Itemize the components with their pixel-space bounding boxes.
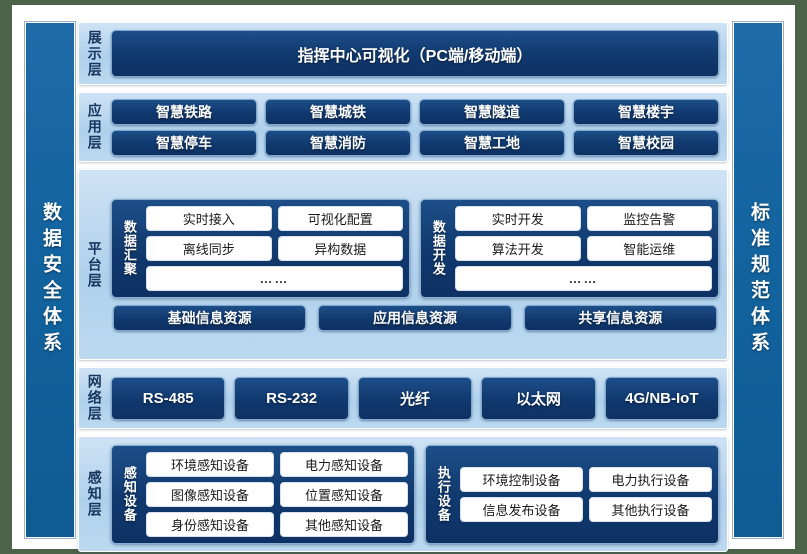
platform-group-1-row-1: 实时接入 可视化配置	[146, 205, 403, 231]
platform-group-1-label-wrap: 数据汇聚	[118, 206, 140, 291]
app-item-smart-tunnel[interactable]: 智慧隧道	[419, 98, 565, 125]
perception-groups: 感知设备 环境感知设备 电力感知设备 图像感知设备 位置感知设备	[111, 444, 719, 544]
sense-group-2-label: 执行设备	[435, 466, 451, 522]
platform-group-1-items: 实时接入 可视化配置 离线同步 异构数据 ……	[146, 205, 403, 291]
platform-item-realtime-ingest[interactable]: 实时接入	[146, 205, 272, 231]
platform-item-realtime-development[interactable]: 实时开发	[455, 205, 581, 231]
sense-group-1-label: 感知设备	[121, 466, 137, 522]
layer-platform-label: 平台层	[86, 240, 103, 289]
platform-group-2-label: 数据开发	[430, 220, 446, 276]
sense-group-1-items: 环境感知设备 电力感知设备 图像感知设备 位置感知设备 身份感知设备 其他感知设…	[146, 451, 408, 537]
application-row-2: 智慧停车 智慧消防 智慧工地 智慧校园	[111, 129, 719, 156]
perception-group-execution-devices: 执行设备 环境控制设备 电力执行设备 信息发布设备 其他执行设备	[425, 444, 719, 544]
pillar-right-label: 标准规范体系	[747, 202, 769, 358]
network-row: RS-485 RS-232 光纤 以太网 4G/NB-IoT	[111, 376, 720, 420]
layer-display-label: 展示层	[86, 29, 103, 78]
perception-group-sensing-devices: 感知设备 环境感知设备 电力感知设备 图像感知设备 位置感知设备	[111, 444, 415, 544]
sense-group-2-row-1: 环境控制设备 电力执行设备	[460, 466, 712, 492]
resource-item-basic-information[interactable]: 基础信息资源	[113, 304, 307, 331]
platform-group-1-ellipsis: ……	[146, 265, 403, 291]
network-item-rs485[interactable]: RS-485	[111, 376, 226, 420]
sense-group-2-row-2: 信息发布设备 其他执行设备	[460, 496, 712, 522]
app-item-smart-campus[interactable]: 智慧校园	[573, 129, 719, 156]
layer-display-label-wrap: 展示层	[79, 23, 109, 84]
layer-application-body: 智慧铁路 智慧城铁 智慧隧道 智慧楼宇 智慧停车 智慧消防 智慧工地 智慧校园	[109, 93, 727, 161]
layer-perception-label: 感知层	[86, 470, 103, 518]
exec-item-other-actuator[interactable]: 其他执行设备	[589, 496, 712, 522]
layer-network-body: RS-485 RS-232 光纤 以太网 4G/NB-IoT	[109, 368, 727, 428]
platform-group-data-development: 数据开发 实时开发 监控告警 算法开发 智能运维 ……	[420, 198, 719, 298]
platform-group-2-row-1: 实时开发 监控告警	[455, 205, 712, 231]
display-row: 指挥中心可视化（PC端/移动端）	[111, 30, 719, 77]
layer-display-body: 指挥中心可视化（PC端/移动端）	[109, 23, 727, 84]
network-item-ethernet[interactable]: 以太网	[481, 376, 596, 420]
layer-perception-label-wrap: 感知层	[79, 437, 109, 551]
platform-item-heterogeneous-data[interactable]: 异构数据	[277, 235, 403, 261]
layer-network-label: 网络层	[86, 374, 103, 422]
app-item-smart-railway[interactable]: 智慧铁路	[111, 98, 257, 125]
layer-application: 应用层 智慧铁路 智慧城铁 智慧隧道 智慧楼宇 智慧停车 智慧消防 智慧工地 智…	[78, 92, 728, 162]
platform-item-algorithm-development[interactable]: 算法开发	[455, 235, 581, 261]
pillar-data-security: 数据安全体系	[25, 22, 75, 538]
platform-item-offline-sync[interactable]: 离线同步	[146, 235, 272, 261]
sense-item-identity-sensor[interactable]: 身份感知设备	[146, 511, 274, 537]
layer-application-label-wrap: 应用层	[79, 93, 109, 161]
layer-stack: 展示层 指挥中心可视化（PC端/移动端） 应用层 智慧铁路 智慧城铁 智慧隧道 …	[78, 22, 728, 552]
layer-network-label-wrap: 网络层	[79, 368, 109, 428]
platform-group-1-row-2: 离线同步 异构数据	[146, 235, 403, 261]
sense-group-2-items: 环境控制设备 电力执行设备 信息发布设备 其他执行设备	[460, 452, 712, 537]
layer-network: 网络层 RS-485 RS-232 光纤 以太网 4G/NB-IoT	[78, 367, 728, 429]
platform-group-2-ellipsis: ……	[455, 265, 712, 291]
exec-item-environment-control[interactable]: 环境控制设备	[460, 466, 583, 492]
app-item-smart-metro[interactable]: 智慧城铁	[265, 98, 411, 125]
diagram-canvas: 数据安全体系 标准规范体系 展示层 指挥中心可视化（PC端/移动端） 应用层 智	[12, 5, 795, 552]
sense-group-2-label-wrap: 执行设备	[432, 452, 454, 537]
platform-groups: 数据汇聚 实时接入 可视化配置 离线同步 异构数据 ……	[111, 198, 719, 298]
platform-item-intelligent-ops[interactable]: 智能运维	[586, 235, 712, 261]
app-item-smart-firefighting[interactable]: 智慧消防	[265, 129, 411, 156]
sense-group-1-label-wrap: 感知设备	[118, 452, 140, 537]
resource-item-shared-information[interactable]: 共享信息资源	[523, 304, 717, 331]
sense-group-1-row-1: 环境感知设备 电力感知设备	[146, 451, 408, 477]
layer-platform: 平台层 数据汇聚 实时接入 可视化配置	[78, 169, 728, 360]
sense-group-1-row-3: 身份感知设备 其他感知设备	[146, 511, 408, 537]
resource-item-application-information[interactable]: 应用信息资源	[318, 304, 512, 331]
application-row-1: 智慧铁路 智慧城铁 智慧隧道 智慧楼宇	[111, 98, 719, 125]
sense-item-other-sensor[interactable]: 其他感知设备	[280, 511, 408, 537]
layer-application-label: 应用层	[86, 103, 103, 151]
layer-display: 展示层 指挥中心可视化（PC端/移动端）	[78, 22, 728, 85]
app-item-smart-construction[interactable]: 智慧工地	[419, 129, 565, 156]
exec-item-power-actuator[interactable]: 电力执行设备	[589, 466, 712, 492]
platform-group-2-label-wrap: 数据开发	[427, 206, 449, 291]
network-item-4g-nbiot[interactable]: 4G/NB-IoT	[604, 376, 720, 420]
platform-item-monitoring-alarm[interactable]: 监控告警	[586, 205, 712, 231]
sense-item-power-sensor[interactable]: 电力感知设备	[280, 451, 408, 477]
pillar-left-label: 数据安全体系	[39, 202, 61, 358]
layer-platform-body: 数据汇聚 实时接入 可视化配置 离线同步 异构数据 ……	[109, 170, 727, 359]
layer-platform-label-wrap: 平台层	[79, 170, 109, 359]
network-item-fiber[interactable]: 光纤	[357, 376, 473, 420]
exec-item-information-display[interactable]: 信息发布设备	[460, 496, 583, 522]
pillar-standard-specification: 标准规范体系	[733, 22, 783, 538]
display-item-command-center[interactable]: 指挥中心可视化（PC端/移动端）	[111, 30, 719, 77]
platform-resource-row: 基础信息资源 应用信息资源 共享信息资源	[111, 304, 719, 331]
app-item-smart-parking[interactable]: 智慧停车	[111, 129, 257, 156]
layer-perception-body: 感知设备 环境感知设备 电力感知设备 图像感知设备 位置感知设备	[109, 437, 727, 551]
platform-group-data-aggregation: 数据汇聚 实时接入 可视化配置 离线同步 异构数据 ……	[111, 198, 410, 298]
platform-group-1-label: 数据汇聚	[121, 220, 137, 276]
sense-group-1-row-2: 图像感知设备 位置感知设备	[146, 481, 408, 507]
layer-perception: 感知层 感知设备 环境感知设备 电力感知设备	[78, 436, 728, 552]
sense-item-environment-sensor[interactable]: 环境感知设备	[146, 451, 274, 477]
sense-item-position-sensor[interactable]: 位置感知设备	[280, 481, 408, 507]
platform-group-2-items: 实时开发 监控告警 算法开发 智能运维 ……	[455, 205, 712, 291]
platform-group-2-row-2: 算法开发 智能运维	[455, 235, 712, 261]
app-item-smart-building[interactable]: 智慧楼宇	[573, 98, 719, 125]
network-item-rs232[interactable]: RS-232	[234, 376, 349, 420]
sense-item-image-sensor[interactable]: 图像感知设备	[146, 481, 274, 507]
platform-item-visual-config[interactable]: 可视化配置	[277, 205, 403, 231]
